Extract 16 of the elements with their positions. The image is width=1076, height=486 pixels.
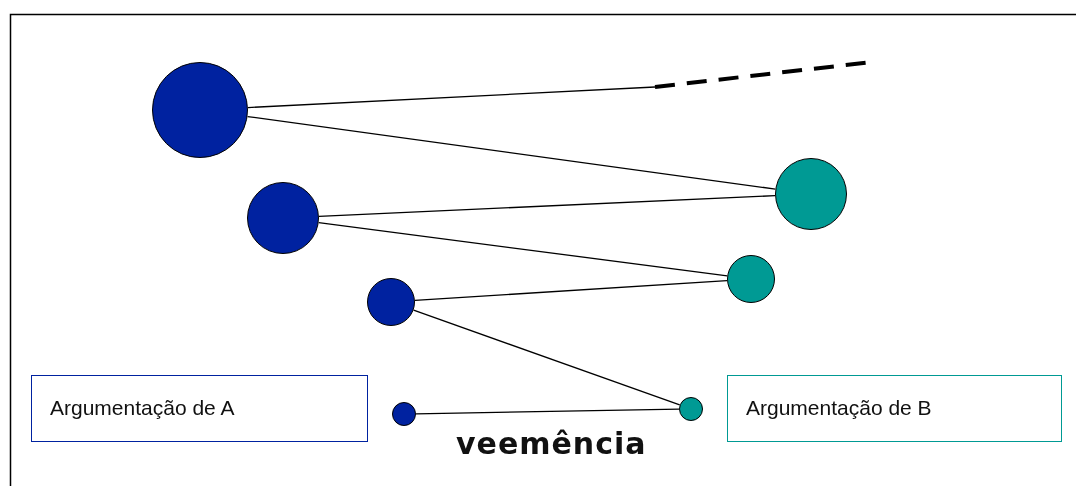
connector-line <box>318 195 776 217</box>
circle-node <box>679 397 703 421</box>
connector-line <box>318 222 728 277</box>
circle-node <box>367 278 415 326</box>
connector-line <box>246 115 776 190</box>
box-label: Argumentação de B <box>746 396 932 420</box>
circle-node <box>392 402 416 426</box>
box-label: Argumentação de A <box>50 396 235 420</box>
connector-line <box>415 408 680 415</box>
connector-line <box>412 309 681 406</box>
circle-node <box>727 255 775 303</box>
text-box <box>727 375 1062 442</box>
axis-label: veemência <box>456 426 647 461</box>
connector-line <box>247 86 656 109</box>
connector-line <box>414 279 728 302</box>
text-box <box>31 375 368 442</box>
